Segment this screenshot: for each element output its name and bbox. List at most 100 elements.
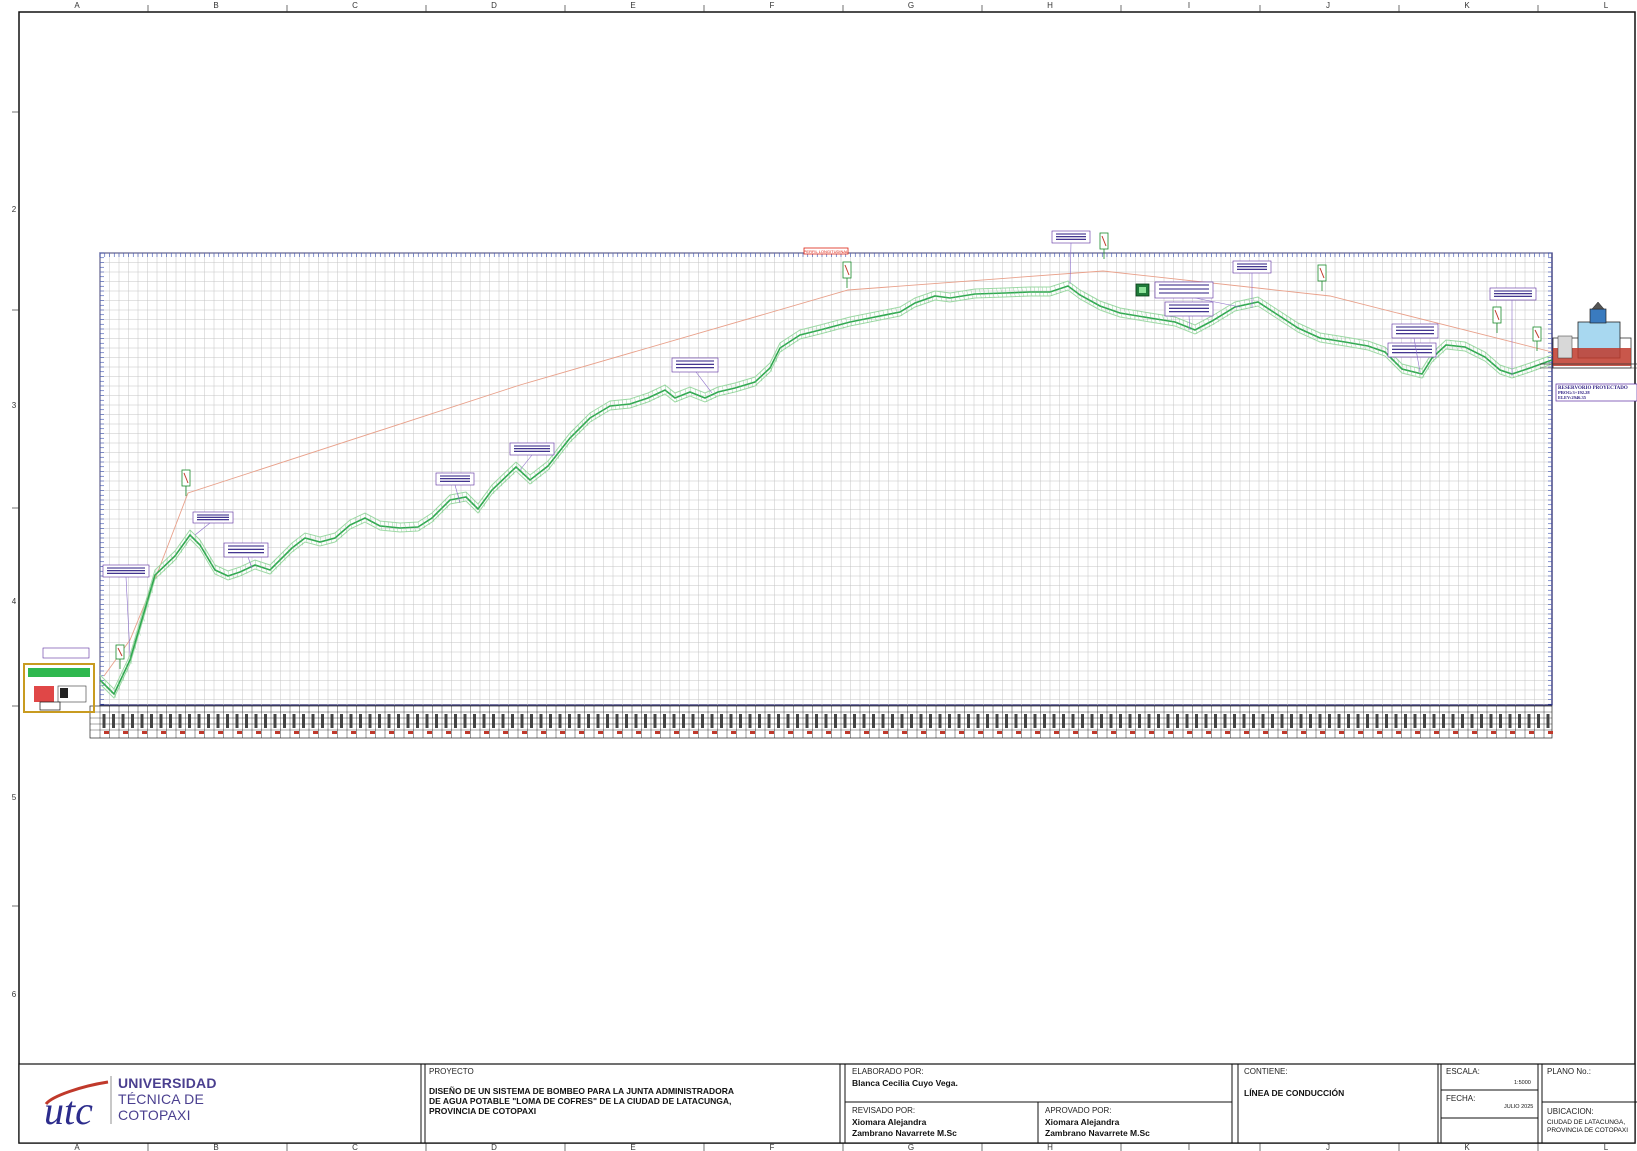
valve-callout-box: [1387, 342, 1437, 358]
data-band-value: [976, 714, 980, 728]
stake-text: [183, 472, 189, 484]
hatch-stroke: [473, 499, 477, 510]
hatch-stroke: [1525, 364, 1528, 374]
data-band-marker: [180, 731, 185, 734]
hatch-stroke: [1132, 310, 1136, 320]
hatch-stroke: [227, 570, 231, 581]
hatch-stroke: [1315, 330, 1318, 341]
data-band-value: [492, 714, 495, 728]
hatch-stroke: [1199, 322, 1202, 332]
hatch-stroke: [1075, 286, 1079, 297]
data-band-value: [159, 714, 163, 728]
column-letter-G: G: [908, 1, 914, 10]
column-letter-B: B: [213, 1143, 218, 1151]
data-band-value: [1328, 714, 1331, 728]
profile-frame: [99, 252, 1553, 706]
data-band-marker: [1339, 731, 1344, 734]
hatch-stroke: [1063, 282, 1066, 292]
data-band-value: [150, 714, 153, 728]
data-band-marker: [1225, 731, 1230, 734]
hatch-stroke: [573, 428, 577, 439]
hatch-stroke: [214, 564, 218, 575]
hatch-stroke: [815, 325, 819, 336]
data-band-value: [1489, 714, 1493, 728]
university-line-2: TÉCNICA DE: [118, 1091, 205, 1107]
hatch-stroke: [99, 674, 103, 685]
data-band-value: [587, 714, 590, 728]
hatch-stroke: [487, 491, 490, 501]
hatch-stroke: [750, 378, 754, 388]
row-number-6: 6: [12, 990, 17, 999]
hatch-stroke: [374, 518, 378, 528]
stake-text: [844, 264, 850, 276]
fecha-value: JULIO 2025: [1504, 1104, 1534, 1110]
hatch-stroke: [278, 556, 281, 566]
proyecto-line-3: PROVINCIA DE COTOPAXI: [429, 1106, 537, 1116]
hatch-stroke: [1041, 286, 1045, 297]
data-band-value: [1451, 714, 1455, 728]
data-band-value: [1394, 714, 1398, 728]
hatch-stroke: [1067, 280, 1071, 291]
hatch-stroke: [1107, 303, 1111, 313]
data-band-value: [1005, 714, 1008, 728]
data-band-marker: [1396, 731, 1401, 734]
data-band-value: [435, 714, 438, 728]
hatch-stroke: [1186, 321, 1190, 331]
hatch-stroke: [664, 384, 668, 395]
hatch-stroke: [179, 543, 183, 554]
data-band-value: [824, 714, 828, 728]
hatch-stroke: [287, 547, 290, 557]
data-band-value: [1109, 714, 1113, 728]
hatch-stroke: [133, 640, 137, 650]
data-band-value: [454, 714, 457, 728]
hatch-stroke: [199, 539, 203, 550]
data-band-value: [1309, 714, 1312, 728]
hatch-stroke: [1265, 302, 1269, 312]
hatch-stroke: [1203, 320, 1206, 330]
hatch-stroke: [1367, 340, 1371, 351]
hatch-stroke: [259, 561, 263, 571]
hatch-stroke: [565, 438, 568, 448]
hatch-stroke: [427, 515, 430, 526]
hatch-stroke: [1124, 308, 1127, 318]
hatch-stroke: [344, 524, 348, 534]
hatch-stroke: [477, 503, 481, 514]
data-band-value: [1128, 714, 1132, 728]
data-band-value: [254, 714, 258, 728]
hatch-stroke: [779, 342, 783, 353]
hatch-stroke: [918, 296, 922, 306]
data-band-value: [131, 714, 134, 728]
hatch-stroke: [1476, 347, 1480, 358]
data-band-value: [767, 714, 771, 728]
hatch-stroke: [547, 460, 551, 471]
data-band-value: [900, 714, 904, 728]
hatch-stroke: [979, 288, 982, 298]
hatch-stroke: [726, 384, 729, 395]
data-band-value: [577, 714, 581, 728]
hatch-stroke: [1099, 300, 1103, 311]
data-band-marker: [1358, 731, 1363, 734]
data-band-value: [121, 714, 125, 728]
data-band-value: [387, 714, 391, 728]
data-band-marker: [1263, 731, 1268, 734]
row-number-2: 2: [12, 205, 17, 214]
hatch-stroke: [314, 535, 318, 545]
hatch-stroke: [511, 465, 515, 475]
data-band-marker: [1244, 731, 1249, 734]
hatch-stroke: [291, 542, 295, 553]
hatch-stroke: [1499, 364, 1503, 375]
column-letter-H: H: [1047, 1, 1053, 10]
data-band-marker: [1434, 731, 1439, 734]
data-band-marker: [218, 731, 223, 734]
hatch-stroke: [1244, 299, 1247, 310]
data-band-value: [273, 714, 277, 728]
column-letter-I: I: [1188, 1, 1190, 10]
hatch-stroke: [239, 566, 243, 577]
hatch-stroke: [970, 289, 974, 299]
row-number-3: 3: [12, 401, 17, 410]
data-band-value: [1157, 714, 1160, 728]
hatch-stroke: [1277, 309, 1281, 320]
hatch-stroke: [909, 300, 913, 311]
data-band-marker: [978, 731, 983, 734]
hatch-stroke: [569, 432, 573, 443]
